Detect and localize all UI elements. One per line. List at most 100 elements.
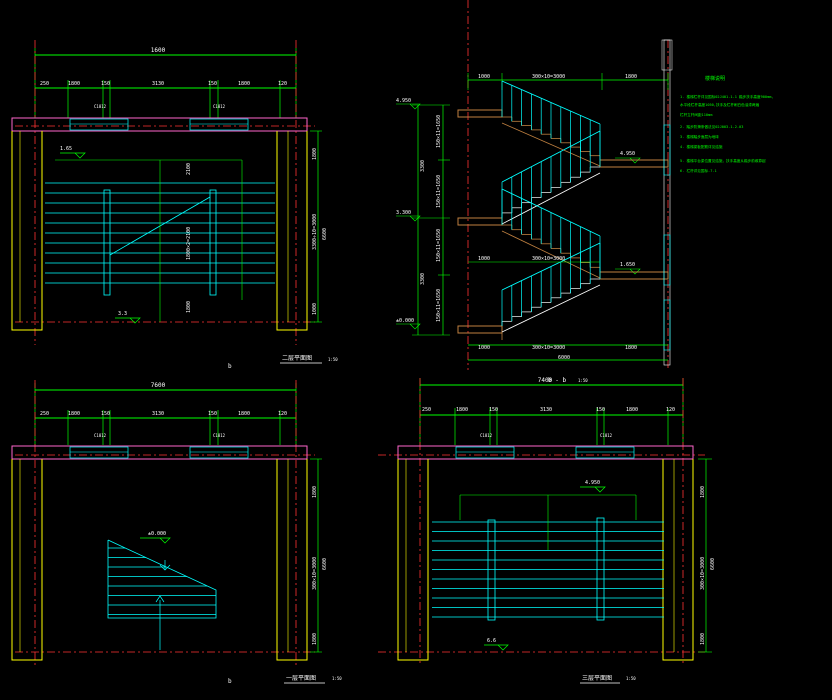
stair-soffit xyxy=(501,122,601,167)
notes-line-5: 3. 楼梯踏步面层为地砖 xyxy=(680,134,719,139)
plan2-dim-7: 120 xyxy=(278,81,287,87)
plan1-dim-4: 3130 xyxy=(152,411,164,417)
plan1-overall-dim: 7600 xyxy=(151,382,166,389)
plan1-dim-7: 120 xyxy=(278,411,287,417)
section-elev-5: 1.650 xyxy=(620,262,635,268)
section-left-dim-6: 150×11=1650 xyxy=(436,289,442,322)
plan-first-floor: 7600 250 1800 150 3130 150 1800 120 C181… xyxy=(11,380,342,685)
plan3-dim-3: 150 xyxy=(489,407,498,413)
plan2-window-1: C1812 xyxy=(94,104,107,109)
section-bottom-dim-3: 1800 xyxy=(625,345,637,351)
section-left-dim-3: 150×11=1650 xyxy=(436,175,442,208)
plan1-right-dim-4: 1800 xyxy=(312,633,318,645)
plan1-dim-3: 150 xyxy=(101,411,110,417)
notes-line-8: 6. 栏杆详见国标-7-1 xyxy=(680,168,717,173)
notes-line-6: 4. 楼梯梁板配筋详见结施 xyxy=(680,144,723,149)
plan1-dim-1: 250 xyxy=(40,411,49,417)
plan2-right-dim-2: 3300÷10=3000 xyxy=(312,214,318,250)
plan2-center-dim-2: 1800×2=2100 xyxy=(186,227,192,260)
plan3-window-2: C1812 xyxy=(600,433,613,438)
plan1-right-dim-1: 1800 xyxy=(312,486,318,498)
plan1-window-1: C1812 xyxy=(94,433,107,438)
plan1-axis-mark: b xyxy=(228,678,232,685)
plan2-dim-4: 3130 xyxy=(152,81,164,87)
plan3-slope-note: 6.6 xyxy=(487,638,496,644)
stair-soffit xyxy=(501,230,601,279)
section-mid-dim-1: 1000 xyxy=(478,256,490,262)
section-title: b - b xyxy=(548,377,566,384)
notes-line-2: 水平段栏杆高度1050,扶手及栏杆刷白色油漆两遍 xyxy=(680,102,760,107)
plan2-dim-5: 150 xyxy=(208,81,217,87)
plan3-dim-1: 250 xyxy=(422,407,431,413)
plan3-right-dim-2: 300×10=3000 xyxy=(700,557,706,590)
section-bottom-dim-2: 300×10=3000 xyxy=(532,345,565,351)
section-top-dim-1: 1000 xyxy=(478,74,490,80)
plan3-overall-dim: 7400 xyxy=(538,377,553,384)
plan2-dim-2: 1800 xyxy=(68,81,80,87)
section-left-dim-1: 3300 xyxy=(420,160,426,172)
section-elev-1: 4.950 xyxy=(396,98,411,104)
section-stair-flights xyxy=(501,80,601,333)
section-bb: 1000 300×10=3000 1800 3300 150×11=1650 1… xyxy=(396,0,673,384)
stair-soffit xyxy=(501,284,601,333)
plan2-right-dim-4: 1000 xyxy=(312,303,318,315)
notes-line-1: 1. 楼梯栏杆详见国标02J401-1-1 踏步扶手高度900mm, xyxy=(680,94,774,99)
plan2-window-2: C1812 xyxy=(213,104,226,109)
section-mid-dim-2: 300×10=3000 xyxy=(532,256,565,262)
plan1-right-dim-3: 6600 xyxy=(322,558,328,570)
plan3-scale: 1:50 xyxy=(626,676,636,681)
plan2-level: 1.65 xyxy=(60,146,72,152)
plan3-dim-2: 1800 xyxy=(456,407,468,413)
plan2-axis-mark: b xyxy=(228,363,232,370)
notes-block: 楼梯说明 1. 楼梯栏杆详见国标02J401-1-1 踏步扶手高度900mm, … xyxy=(680,75,774,173)
plan1-right-dim-2: 300×10=3000 xyxy=(312,557,318,590)
plan2-slope-note: 3.3 xyxy=(118,311,127,317)
notes-line-4: 2. 踏步防滑条做法见02J003-1-2-03 xyxy=(680,124,743,129)
plan2-dim-3: 150 xyxy=(101,81,110,87)
plan2-title: 二层平面图 xyxy=(282,355,312,362)
section-left-dim-5: 150×11=1650 xyxy=(436,229,442,262)
plan3-dim-5: 150 xyxy=(596,407,605,413)
plan3-dim-4: 3130 xyxy=(540,407,552,413)
section-elev-3: ±0.000 xyxy=(396,318,414,324)
section-left-dim-4: 3300 xyxy=(420,273,426,285)
notes-title: 楼梯说明 xyxy=(705,75,725,82)
section-bottom-total: 6000 xyxy=(558,355,570,361)
plan2-scale: 1:50 xyxy=(328,357,338,362)
plan3-right-dim-3: 6600 xyxy=(710,558,716,570)
plan1-stair-treads xyxy=(108,547,216,615)
section-bottom-dim-1: 1000 xyxy=(478,345,490,351)
plan3-right-dim-4: 1800 xyxy=(700,633,706,645)
plan3-dim-6: 1800 xyxy=(626,407,638,413)
plan3-dim-7: 120 xyxy=(666,407,675,413)
section-top-dim-3: 1800 xyxy=(625,74,637,80)
section-top-dim-2: 300×10=3000 xyxy=(532,74,565,80)
plan1-dim-2: 1800 xyxy=(68,411,80,417)
stair-soffit xyxy=(501,172,601,225)
plan1-scale: 1:50 xyxy=(332,676,342,681)
plan2-overall-dim: 1600 xyxy=(151,47,166,54)
section-scale: 1:50 xyxy=(578,378,588,383)
plan2-dim-6: 1800 xyxy=(238,81,250,87)
plan2-center-dim-3: 1800 xyxy=(186,301,192,313)
section-left-dim-2: 150×11=1650 xyxy=(436,115,442,148)
plan3-title: 三层平面图 xyxy=(582,675,612,682)
section-elev-4: 4.950 xyxy=(620,151,635,157)
plan-third-floor: 7400 250 1800 150 3130 150 1800 120 C181… xyxy=(378,377,716,684)
notes-line-3: 栏杆立杆间距110mm xyxy=(680,112,712,117)
plan1-title: 一层平面图 xyxy=(286,675,316,682)
plan3-right-dim-1: 1800 xyxy=(700,486,706,498)
plan3-window-1: C1812 xyxy=(480,433,493,438)
plan1-window-2: C1812 xyxy=(213,433,226,438)
plan1-dim-5: 150 xyxy=(208,411,217,417)
plan2-right-dim-1: 1800 xyxy=(312,148,318,160)
plan2-center-dim-1: 2100 xyxy=(186,163,192,175)
plan1-level: ±0.000 xyxy=(148,531,166,537)
plan1-dim-6: 1800 xyxy=(238,411,250,417)
plan-second-floor: 1600 250 1800 150 3130 150 1800 120 C181… xyxy=(11,40,338,370)
plan3-level: 4.950 xyxy=(585,480,600,486)
plan2-dim-1: 250 xyxy=(40,81,49,87)
plan2-right-dim-3: 6600 xyxy=(322,228,328,240)
section-elev-2: 3.300 xyxy=(396,210,411,216)
